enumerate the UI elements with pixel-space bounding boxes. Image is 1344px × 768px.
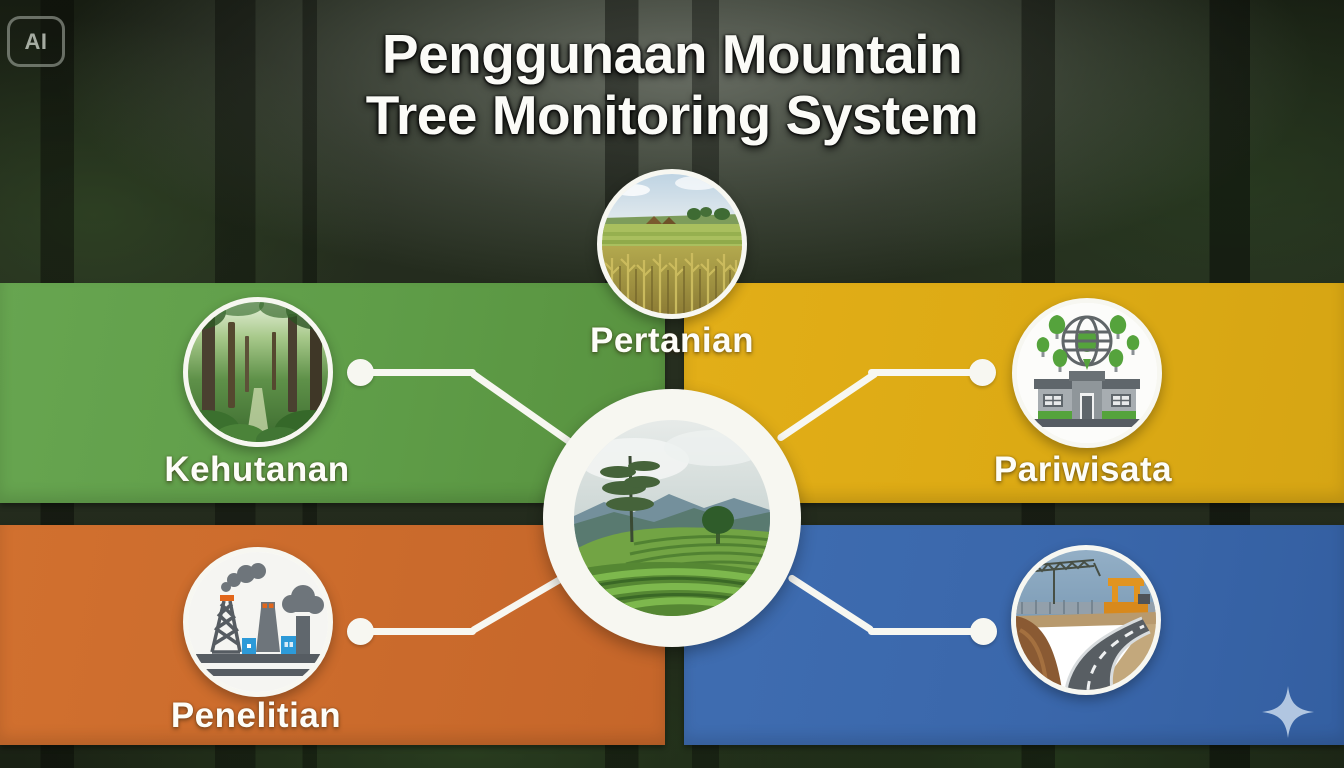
center-photo [574, 420, 770, 616]
label-penelitian: Penelitian [170, 696, 342, 735]
page-title-line1: Penggunaan Mountain [381, 23, 963, 85]
tea-plantation-mountain-icon [574, 420, 770, 616]
center-ring [543, 389, 801, 647]
node-kehutanan-circle [183, 297, 333, 447]
connector-line-bottom-right-h [868, 628, 986, 635]
page-title-line2: Tree Monitoring System [365, 84, 979, 146]
globe-buildings-trees-icon [1017, 303, 1157, 443]
ai-badge: AI [7, 16, 65, 67]
connector-line-top-right-h [868, 369, 984, 376]
connector-line-top-left-h [360, 369, 476, 376]
label-pariwisata: Pariwisata [993, 450, 1173, 489]
cornfield-photo-icon [602, 174, 742, 314]
sparkle-icon [1262, 686, 1314, 738]
node-pertanian-circle [597, 169, 747, 319]
page-title: Penggunaan Mountain Tree Monitoring Syst… [0, 24, 1344, 146]
connector-line-bottom-left-h [360, 628, 476, 635]
label-kehutanan: Kehutanan [164, 450, 350, 489]
industrial-research-icon [188, 552, 328, 692]
node-konstruksi-circle [1011, 545, 1161, 695]
label-pertanian: Pertanian [590, 321, 754, 360]
road-construction-photo-icon [1016, 550, 1156, 690]
node-pariwisata-circle [1012, 298, 1162, 448]
forest-path-photo-icon [188, 302, 328, 442]
node-penelitian-circle [183, 547, 333, 697]
ai-badge-label: AI [24, 28, 48, 54]
tree-icons [1036, 315, 1140, 372]
